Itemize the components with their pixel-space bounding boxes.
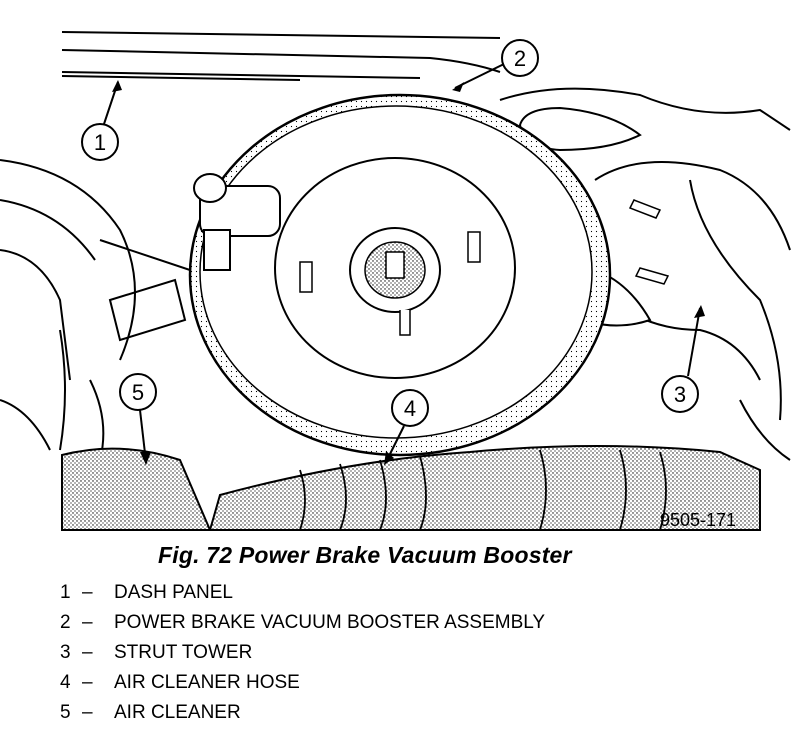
vacuum-booster: [188, 93, 612, 457]
callout-1-label: 1: [94, 130, 106, 155]
legend-item-number: 3: [60, 642, 71, 663]
legend-item: 4–AIR CLEANER HOSE: [60, 668, 545, 698]
booster-illustration: 1 2 3 4 5 9505-171: [0, 31, 791, 531]
callout-2: 2: [452, 39, 539, 92]
legend-item: 2–POWER BRAKE VACUUM BOOSTER ASSEMBLY: [60, 608, 545, 638]
legend-item-number: 2: [60, 612, 71, 633]
legend-item-dash: –: [82, 642, 93, 663]
legend-item-dash: –: [82, 672, 93, 693]
callout-4-label: 4: [404, 396, 416, 421]
legend-item-number: 4: [60, 672, 71, 693]
callout-1: 1: [81, 80, 122, 161]
legend-item-number: 5: [60, 702, 71, 723]
figure-caption: Fig. 72 Power Brake Vacuum Booster: [158, 542, 572, 568]
legend-item-dash: –: [82, 702, 93, 723]
callout-5-label: 5: [132, 380, 144, 405]
callout-4: 4: [384, 389, 429, 465]
legend-item-label: POWER BRAKE VACUUM BOOSTER ASSEMBLY: [114, 612, 546, 633]
air-cleaner: [61, 447, 212, 531]
check-valve: [193, 173, 281, 271]
legend-item-label: DASH PANEL: [114, 582, 233, 603]
air-cleaner-hose: [208, 445, 761, 531]
callout-5: 5: [119, 373, 157, 465]
mounting-bolts: [628, 199, 670, 285]
legend-item: 3–STRUT TOWER: [60, 638, 545, 668]
legend-item: 1–DASH PANEL: [60, 578, 545, 608]
engine-compartment-left: [0, 159, 196, 461]
parts-legend: 1–DASH PANEL 2–POWER BRAKE VACUUM BOOSTE…: [60, 578, 545, 728]
legend-item: 5–AIR CLEANER: [60, 698, 545, 728]
legend-item-label: STRUT TOWER: [114, 642, 253, 663]
legend-item-label: AIR CLEANER: [114, 702, 241, 723]
legend-item-dash: –: [82, 612, 93, 633]
booster-studs: [299, 231, 481, 293]
dash-panel: [61, 31, 501, 81]
legend-item-dash: –: [82, 582, 93, 603]
legend-item-number: 1: [60, 582, 71, 603]
callout-3: 3: [661, 305, 705, 413]
legend-item-label: AIR CLEANER HOSE: [114, 672, 300, 693]
callout-3-label: 3: [674, 382, 686, 407]
callout-2-label: 2: [514, 46, 526, 71]
drawing-code: 9505-171: [660, 510, 736, 530]
